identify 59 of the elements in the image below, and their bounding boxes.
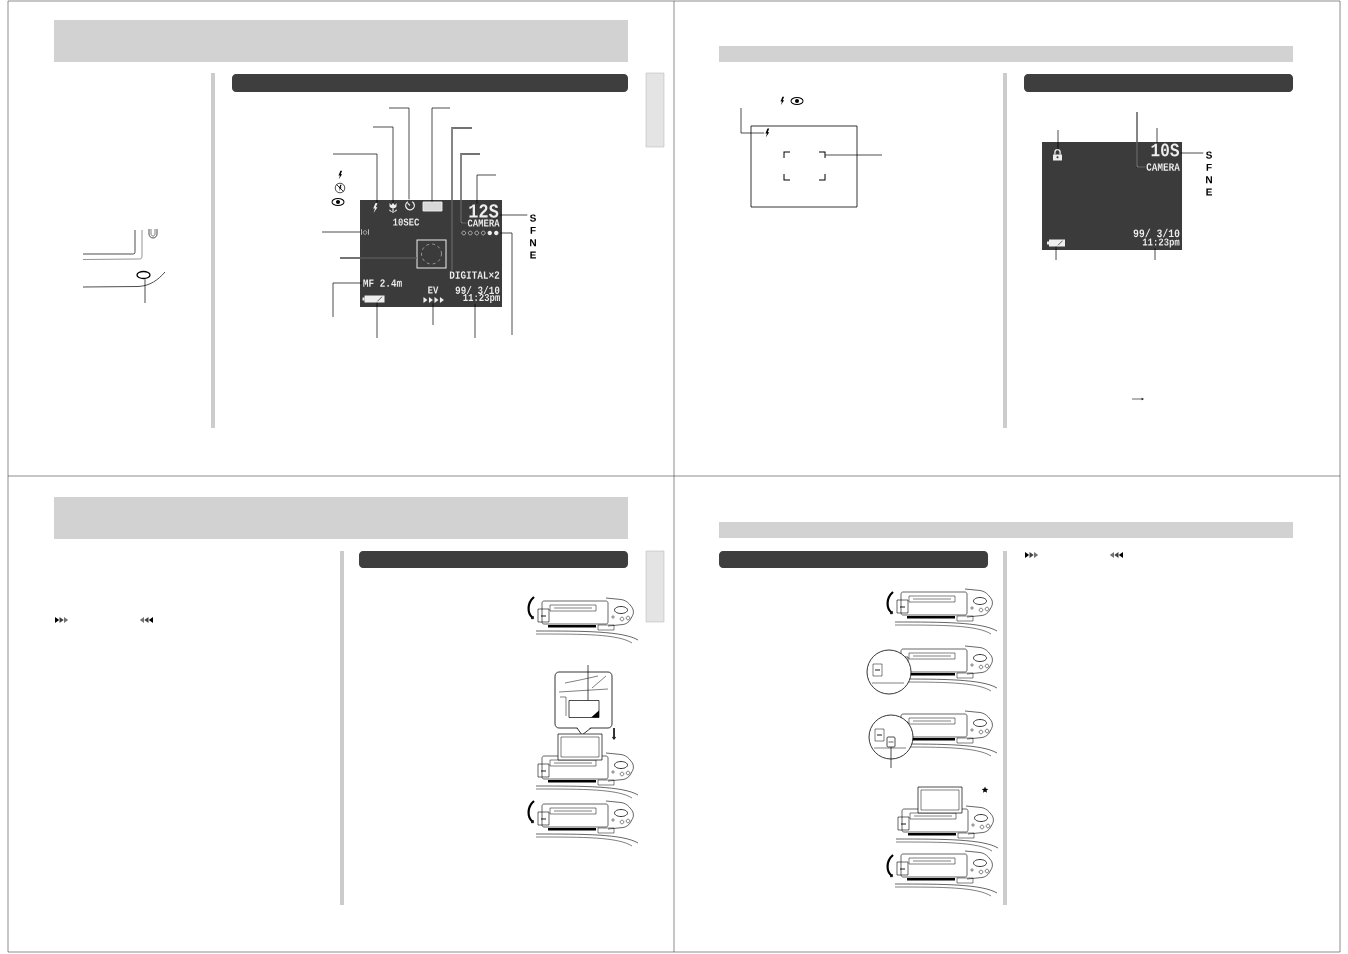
- label-text: S F N E: [1205, 151, 1212, 196]
- dot-row-icon: [461, 230, 499, 236]
- display-text: DIGITAL×2: [449, 271, 500, 279]
- leader-line: [1179, 152, 1204, 154]
- leader-line: [1057, 129, 1059, 150]
- leader-line: [1136, 111, 1147, 168]
- battery-icon: [362, 295, 385, 303]
- flash-icon: [373, 203, 378, 213]
- viewfinder-frame: [750, 125, 858, 208]
- leader-line: [587, 664, 589, 701]
- leader-line: [890, 746, 892, 769]
- focus-brackets: [783, 151, 826, 181]
- leader-line: [740, 107, 765, 134]
- flash-icon: [765, 128, 770, 138]
- leader-line: [339, 257, 418, 259]
- leader-line: [451, 127, 473, 272]
- leader-line: [432, 302, 434, 326]
- leader-line: [1154, 247, 1156, 261]
- leader-line: [388, 107, 410, 200]
- leader-line: [1156, 127, 1158, 144]
- display-text: MF 2.4m: [363, 279, 402, 287]
- leader-line: [431, 107, 451, 202]
- oval-button: [136, 270, 151, 280]
- display-text: 99/ 3/10: [1133, 228, 1180, 238]
- display-text: 10SEC: [393, 218, 420, 226]
- timer-icon: [405, 201, 415, 211]
- leader-line: [1055, 246, 1057, 261]
- label-text: S F N E: [529, 214, 536, 259]
- lock-icon: [1053, 148, 1062, 161]
- leader-line: [144, 278, 146, 304]
- leader-line: [372, 126, 394, 204]
- tulip-icon: [389, 203, 397, 214]
- frame-icon: [422, 201, 443, 212]
- display-text: 11:23pm: [1142, 238, 1180, 248]
- symbol-icon: [361, 228, 369, 236]
- leader-line: [824, 154, 883, 156]
- lcd-screen: [1042, 142, 1182, 250]
- leader-line: [321, 231, 362, 233]
- lcd-screen: [360, 200, 502, 307]
- display-text: 11:23pm: [463, 293, 500, 304]
- leader-line: [460, 153, 481, 224]
- display-text: CAMERA: [467, 219, 500, 227]
- leader-line: [474, 303, 476, 339]
- leader-line: [499, 214, 528, 216]
- leader-line: [476, 174, 497, 204]
- display-text: CAMERA: [1146, 163, 1180, 171]
- display-text: EV: [428, 286, 439, 294]
- display-text: 99/ 3/10: [455, 285, 500, 295]
- memory-card: [568, 700, 600, 718]
- leader-line: [499, 232, 513, 336]
- battery-icon: [1047, 239, 1065, 247]
- leader-line: [332, 153, 378, 204]
- display-text: 12S: [469, 204, 499, 218]
- triangles-icon: [423, 297, 444, 303]
- leader-line: [376, 302, 378, 339]
- leader-line: [332, 282, 363, 318]
- focus-frame: [416, 239, 447, 269]
- lever: [886, 736, 896, 748]
- display-text: 10S: [1151, 143, 1180, 157]
